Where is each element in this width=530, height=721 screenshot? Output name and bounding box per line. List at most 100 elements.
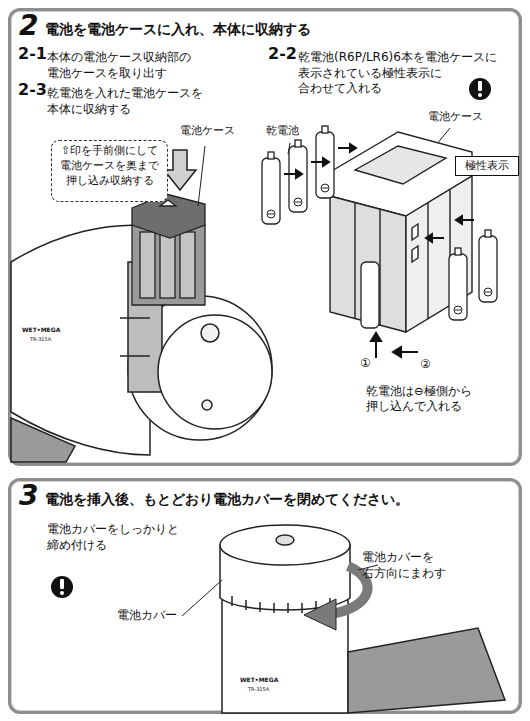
battery-case-inserted (160, 200, 176, 206)
warning-icon (51, 576, 73, 598)
rotate-arrow (304, 599, 336, 630)
insert-arrow (311, 161, 323, 163)
battery-case (379, 209, 380, 325)
megaphone-top (301, 603, 303, 613)
minus-mark (455, 310, 461, 311)
megaphone-top (287, 603, 289, 613)
brand-mark: WET•MEGA (22, 326, 82, 334)
minus-mark (268, 214, 274, 215)
note-text: 乾電池は⊖極側から 押し込んで入れる (366, 384, 506, 414)
leader-line (182, 565, 378, 616)
warning-icon (469, 78, 491, 100)
battery (449, 254, 467, 320)
insert-arrow (284, 173, 296, 175)
warning-icon (469, 78, 491, 100)
battery (361, 262, 379, 328)
rotate-arrow (330, 566, 368, 614)
battery-case-inserted (140, 232, 155, 298)
insert-arrow (323, 158, 329, 166)
megaphone-body (128, 262, 162, 392)
model-number: TR-315A (30, 336, 90, 343)
megaphone-body (202, 400, 212, 410)
battery (485, 230, 491, 237)
megaphone-top (329, 598, 331, 608)
megaphone-body (158, 315, 272, 429)
insert-arrow (462, 219, 474, 221)
insert-arrow (426, 234, 432, 242)
part-name: 電池カバー (117, 608, 197, 624)
megaphone-top (220, 525, 350, 565)
warning-icon (478, 81, 482, 91)
step-number: 3 (19, 479, 38, 512)
leader-line (425, 168, 452, 238)
minus-mark (294, 198, 302, 206)
insert-arrow (432, 237, 444, 239)
leader-line (288, 143, 290, 154)
battery-case (355, 146, 446, 184)
insert-arrow (296, 170, 302, 178)
megaphone-top (276, 535, 294, 545)
callout-number: ① (360, 356, 380, 372)
box-text: 極性表示 (456, 157, 518, 175)
note-box: ⇧印を手前側にして 電池ケースを奥まで 押し込み収納する (51, 140, 168, 202)
battery-case-inserted (132, 194, 205, 305)
instruction-text: 電池カバーを 右方向にまわす (362, 550, 462, 581)
minus-mark (485, 292, 491, 293)
megaphone-top (231, 596, 233, 606)
step-title: 電池を挿入後、もとどおり電池カバーを閉めてください。 (45, 491, 409, 509)
step-title: 電池を電池ケースに入れ、本体に収納する (45, 21, 311, 39)
battery-case-inserted (132, 194, 205, 238)
insert-arrow (284, 144, 474, 358)
battery-case (412, 246, 418, 262)
warning-icon (51, 576, 73, 598)
battery-case (354, 203, 355, 318)
model-number: TR-315A (248, 686, 308, 693)
instruction-text: 乾電池を入れた電池ケースを 本体に収納する (47, 86, 219, 117)
battery (289, 146, 307, 212)
battery (268, 152, 274, 159)
battery (316, 132, 334, 198)
push-arrow (164, 150, 196, 190)
battery (455, 248, 461, 255)
insert-arrow (371, 333, 381, 341)
minus-mark (267, 210, 275, 218)
insert-arrow (456, 216, 462, 224)
battery-case-inserted (132, 225, 205, 305)
part-name: 電池ケース (180, 124, 260, 138)
battery-case (449, 190, 450, 305)
megaphone-top (220, 525, 505, 713)
megaphone-body (120, 355, 150, 357)
part-name: 電池ケース (428, 110, 508, 124)
warning-icon (478, 93, 482, 97)
label-box: 極性表示 (455, 156, 519, 176)
battery-case (330, 132, 472, 216)
leader-line (198, 146, 205, 206)
battery-case (330, 132, 472, 332)
minus-mark (321, 184, 329, 192)
insert-arrow (338, 147, 350, 149)
battery-case (330, 196, 406, 332)
megaphone-top (273, 603, 275, 613)
leader-line (432, 128, 450, 150)
megaphone-top (348, 628, 505, 713)
battery-case (427, 203, 428, 319)
megaphone-body (201, 324, 219, 342)
insert-arrow (400, 351, 418, 353)
minus-mark (454, 306, 462, 314)
warning-icon (60, 591, 64, 595)
rotate-arrow (304, 566, 368, 630)
battery (262, 158, 280, 224)
battery (322, 126, 328, 133)
megaphone-body (11, 225, 150, 455)
megaphone-top (315, 601, 317, 611)
minus-mark (322, 188, 328, 189)
battery (262, 126, 497, 328)
megaphone-body (128, 296, 272, 440)
warning-icon (60, 579, 64, 589)
brand-mark: WET•MEGA (240, 676, 300, 684)
step-number: 2 (19, 9, 38, 42)
instruction-text: 電池カバーをしっかりと 締め付ける (47, 522, 207, 553)
insert-arrow (350, 144, 356, 152)
part-name: 乾電池 (266, 124, 326, 138)
battery-case (406, 176, 472, 332)
